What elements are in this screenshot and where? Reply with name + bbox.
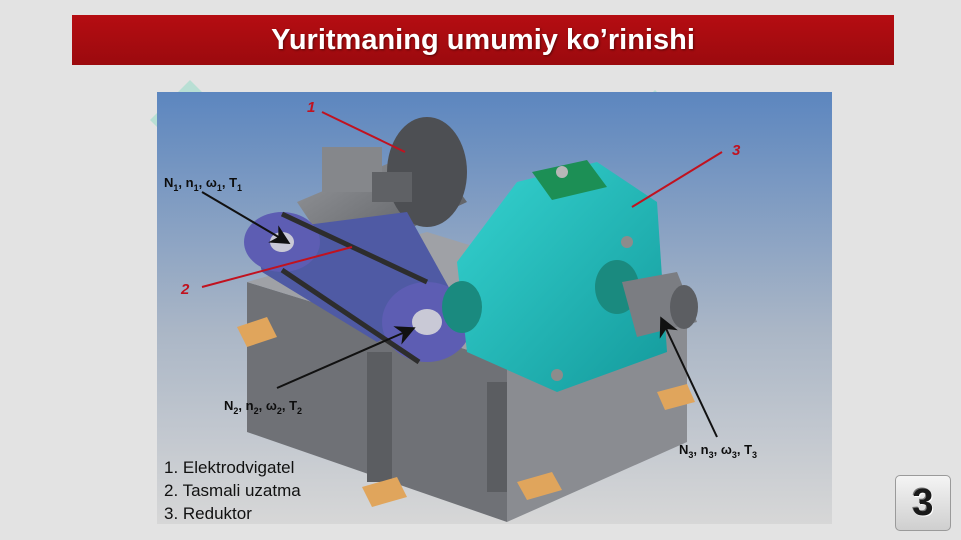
callout-line-2 [201, 246, 353, 288]
callout-1: 1 [307, 99, 315, 116]
legend-item: 3. Reduktor [164, 504, 252, 523]
page-number: 3 [912, 481, 934, 524]
slide-title: Yuritmaning umumiy ko’rinishi [271, 23, 695, 56]
parameter-label-3: N3, n3, ω3, T3 [679, 442, 757, 460]
callout-line-3 [631, 151, 723, 208]
gearbox [442, 160, 667, 392]
callout-2: 2 [180, 281, 190, 298]
legend-item: 2. Tasmali uzatma [164, 481, 301, 500]
callout-line-1 [321, 111, 406, 153]
page-number-badge: 3 [895, 475, 951, 531]
title-bar: Yuritmaning umumiy ko’rinishi [72, 15, 894, 65]
legend-item: 1. Elektrodvigatel [164, 458, 295, 477]
callout-3: 3 [732, 142, 741, 159]
arrow-2 [276, 326, 416, 389]
arrow-1 [201, 191, 291, 245]
arrow-3 [659, 316, 718, 438]
drive-assembly-illustration: 1 2 3 N1, n1, ω1, T1 N2, n2, ω2, T2 N3, … [157, 92, 832, 524]
parameter-label-1: N1, n1, ω1, T1 [164, 175, 242, 193]
component-legend: 1. Elektrodvigatel 2. Tasmali uzatma 3. … [164, 456, 301, 525]
parameter-label-2: N2, n2, ω2, T2 [224, 398, 302, 416]
